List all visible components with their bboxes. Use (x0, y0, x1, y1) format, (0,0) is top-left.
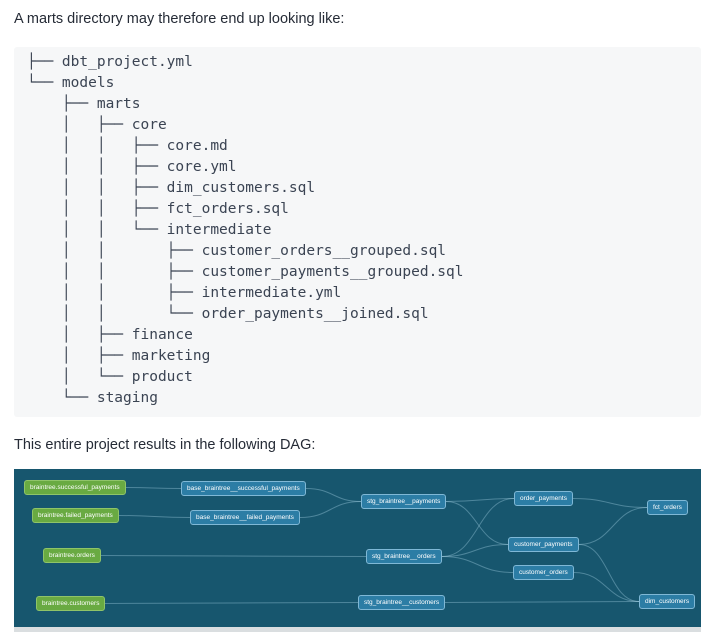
directory-tree-code-block: ├── dbt_project.yml └── models ├── marts… (14, 47, 701, 417)
dag-node-braintree.failed_payments: braintree.failed_payments (32, 508, 119, 523)
dag-edge (578, 507, 648, 545)
dag-edge (573, 572, 640, 602)
dag-node-stg_braintree__orders: stg_braintree__orders (366, 549, 442, 564)
dag-node-fct_orders: fct_orders (647, 500, 688, 515)
dag-node-customer_orders: customer_orders (513, 565, 574, 580)
dag-edge (445, 501, 509, 545)
dag-node-dim_customers: dim_customers (639, 594, 696, 609)
dag-edge (441, 544, 509, 557)
dag-node-braintree.orders: braintree.orders (43, 548, 101, 563)
dag-canvas: braintree.successful_payments braintree.f… (14, 469, 701, 627)
dag-node-stg_braintree__customers: stg_braintree__customers (358, 595, 446, 610)
dag-node-order_payments: order_payments (514, 491, 573, 506)
dag-edge (445, 498, 515, 502)
dag-image: braintree.successful_payments braintree.f… (14, 469, 701, 632)
intro-text: A marts directory may therefore end up l… (14, 11, 345, 27)
dag-edge (441, 498, 515, 557)
dag-edge (100, 555, 367, 557)
dag-edge (125, 487, 182, 489)
dag-edge (299, 501, 362, 518)
dag-edge (441, 556, 514, 573)
dag-node-stg_braintree__payments: stg_braintree__payments (361, 494, 447, 509)
dag-edge (572, 498, 648, 508)
dag-image-bottom-border (14, 627, 701, 632)
dag-edge (444, 601, 640, 603)
dag-node-base_braintree__failed_payments: base_braintree__failed_payments (190, 510, 300, 525)
dag-edges (100, 487, 648, 604)
dag-node-base_braintree__successful_payments: base_braintree__successful_payments (181, 481, 306, 496)
dag-node-braintree.successful_payments: braintree.successful_payments (24, 480, 126, 495)
dag-edge (305, 488, 362, 502)
dag-node-customer_payments: customer_payments (508, 537, 579, 552)
dag-edge (578, 544, 640, 602)
dag-edge (118, 515, 191, 518)
dag-node-braintree.customers: braintree.customers (36, 596, 106, 611)
dag-caption: This entire project results in the follo… (14, 437, 316, 453)
dag-edge (104, 602, 359, 604)
